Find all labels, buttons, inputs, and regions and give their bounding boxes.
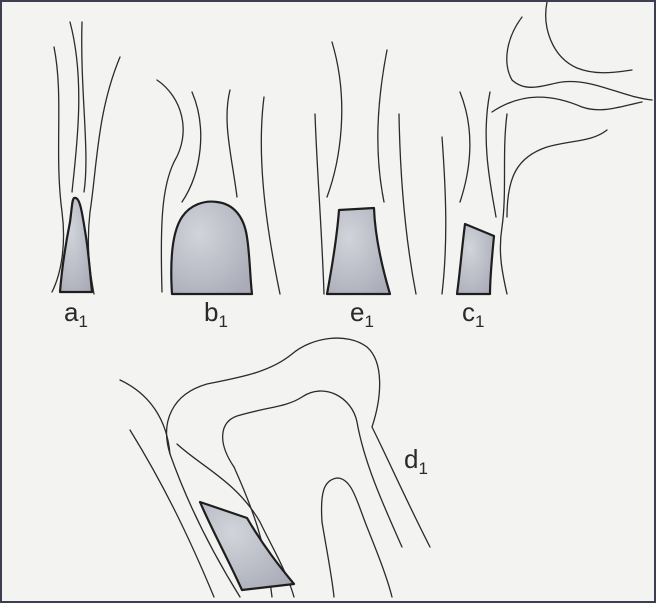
upper-right-outline-top [507,17,652,100]
e1-outline-right-outer [399,114,416,294]
label-a1: a1 [64,299,88,330]
e1-shaded-region [327,208,390,294]
label-b1-subscript: 1 [218,312,227,331]
label-b1: b1 [204,299,228,330]
label-e1-letter: e [350,297,364,327]
c1-outline-left-outer [442,137,446,294]
label-e1-subscript: 1 [364,312,373,331]
d1-outline-left-inner [120,380,240,597]
label-d1-letter: d [404,444,418,474]
b1-outline-left-inner [182,92,201,202]
figure-c1 [442,92,507,294]
label-c1-letter: c [462,297,475,327]
e1-outline-left-inner [327,42,342,197]
label-d1: d1 [404,446,428,477]
label-c1-subscript: 1 [475,312,484,331]
label-b1-letter: b [204,297,218,327]
figure-a1 [52,22,120,294]
a1-outline-left-outer [52,47,64,292]
figure-d1 [120,338,430,597]
label-e1: e1 [350,299,374,330]
c1-outline-left-inner [460,92,470,202]
b1-outline-right-inner [227,90,237,197]
figure-upper-right-tooth [492,2,652,217]
label-a1-letter: a [64,297,78,327]
a1-outline-left-inner [70,22,79,192]
b1-shaded-region [171,202,252,294]
c1-outline-right-outer [500,114,507,294]
upper-right-outline-inner [546,2,632,73]
label-d1-subscript: 1 [418,459,427,478]
figure-b1 [157,80,280,294]
a1-shaded-region [60,198,92,292]
a1-outline-right-inner [82,22,86,192]
e1-outline-left-outer [315,114,324,294]
b1-outline-right-outer [261,97,280,294]
label-c1: c1 [462,299,484,330]
c1-shaded-region [457,224,494,294]
figure-e1 [315,42,416,294]
a1-outline-right-outer [88,57,120,294]
e1-outline-right-inner [378,50,387,202]
upper-right-outline-mid [492,97,642,112]
upper-right-outline-lower [507,130,607,217]
d1-shaded-region [200,502,294,590]
d1-root-inner-left [322,522,334,597]
label-a1-subscript: 1 [78,312,87,331]
d1-outline-left-outer [130,430,214,597]
